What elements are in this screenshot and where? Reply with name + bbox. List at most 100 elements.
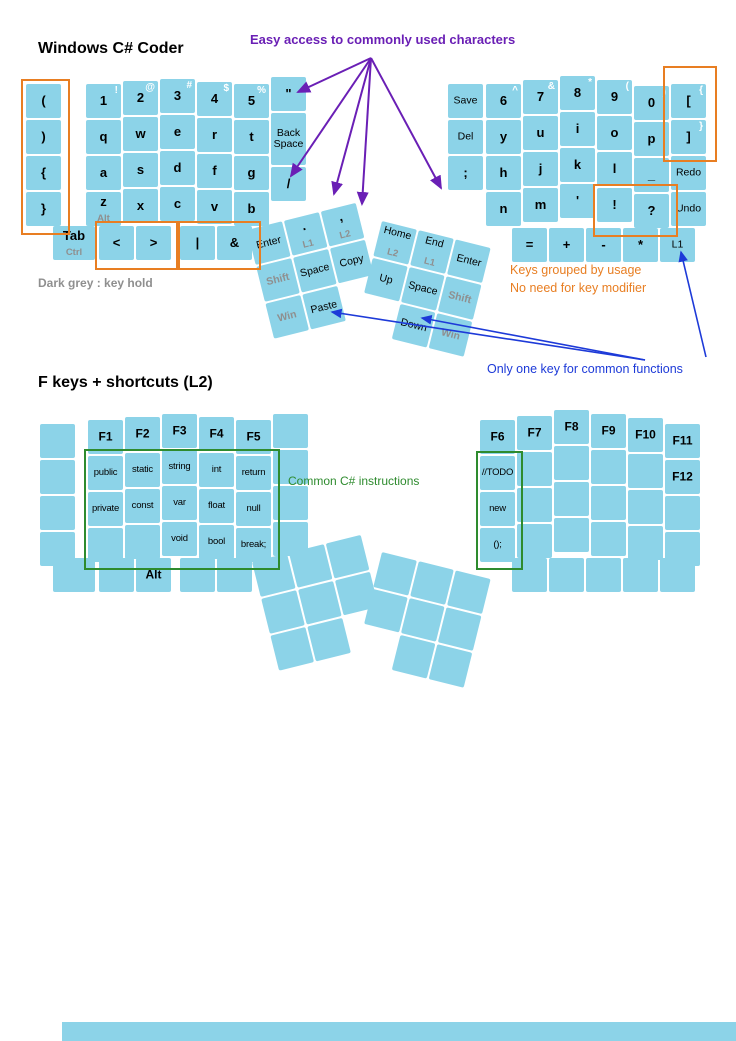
key-blank[interactable] [447, 570, 491, 615]
key-blank[interactable] [549, 558, 584, 592]
key-a[interactable]: a [86, 156, 121, 190]
key-blank[interactable] [628, 454, 663, 488]
key-win[interactable]: Win [428, 313, 473, 357]
key-l1[interactable]: L1 [660, 228, 695, 262]
key-blank[interactable] [623, 558, 658, 592]
key-j[interactable]: j [523, 152, 558, 186]
key-u[interactable]: u [523, 116, 558, 150]
key-blank[interactable] [373, 552, 417, 596]
key-2[interactable]: 2@ [123, 81, 158, 115]
key-f[interactable]: f [197, 154, 232, 188]
key-blank[interactable] [628, 490, 663, 524]
key-alt[interactable]: Alt [136, 558, 171, 592]
key-up[interactable]: Up [364, 257, 408, 302]
key-blank[interactable] [400, 598, 445, 642]
key-blank[interactable] [517, 452, 552, 486]
key-close-brace[interactable]: } [26, 192, 61, 226]
key-shift[interactable]: Shift [437, 276, 482, 320]
key-8[interactable]: 8* [560, 76, 595, 110]
key-t[interactable]: t [234, 120, 269, 154]
key-back-space[interactable]: Back Space [271, 113, 306, 165]
key-blank[interactable] [261, 590, 305, 634]
key-open-paren[interactable]: ( [26, 84, 61, 118]
key-e[interactable]: e [160, 115, 195, 149]
key-win[interactable]: Win [265, 295, 310, 339]
key-9[interactable]: 9( [597, 80, 632, 114]
key-b[interactable]: b [234, 192, 269, 226]
key-todo[interactable]: //TODO [480, 456, 515, 490]
key-enter[interactable]: Enter [447, 239, 491, 284]
key-space[interactable]: Space [400, 267, 445, 311]
key-m[interactable]: m [523, 188, 558, 222]
key-save[interactable]: Save [448, 84, 483, 118]
key-underscore[interactable]: _ [634, 158, 669, 192]
key-g[interactable]: g [234, 156, 269, 190]
key-y[interactable]: y [486, 120, 521, 154]
key-close-paren[interactable]: ) [26, 120, 61, 154]
key-blank[interactable] [307, 617, 351, 662]
key-q[interactable]: q [86, 120, 121, 154]
key-blank[interactable] [273, 486, 308, 520]
key-redo[interactable]: Redo [671, 156, 706, 190]
key-enter[interactable]: Enter [247, 221, 291, 265]
key-blank[interactable] [180, 558, 215, 592]
key-6[interactable]: 6^ [486, 84, 521, 118]
key-null[interactable]: null [236, 492, 271, 526]
key-k[interactable]: k [560, 148, 595, 182]
key-down[interactable]: Down [391, 303, 436, 348]
key-int[interactable]: int [199, 453, 234, 487]
key-blank[interactable] [517, 524, 552, 558]
key-pipe[interactable]: | [180, 226, 215, 260]
key-blank[interactable] [410, 561, 454, 605]
key-less-than[interactable]: < [99, 226, 134, 260]
key-blank[interactable] [554, 446, 589, 480]
key-equals[interactable]: = [512, 228, 547, 262]
key-space[interactable]: Space [293, 248, 337, 293]
key-blank[interactable] [591, 450, 626, 484]
key-private[interactable]: private [88, 492, 123, 526]
key-blank[interactable] [40, 424, 75, 458]
key-new[interactable]: new [480, 492, 515, 526]
key-bool[interactable]: bool [199, 525, 234, 559]
key-exclamation[interactable]: ! [597, 188, 632, 222]
key-asterisk[interactable]: * [623, 228, 658, 262]
key-d[interactable]: d [160, 151, 195, 185]
key-f11[interactable]: F11 [665, 424, 700, 458]
key-1[interactable]: 1! [86, 84, 121, 118]
key-blank[interactable] [437, 607, 482, 651]
key-const[interactable]: const [125, 489, 160, 523]
key-i[interactable]: i [560, 112, 595, 146]
key-f1[interactable]: F1 [88, 420, 123, 454]
key-f6[interactable]: F6 [480, 420, 515, 454]
key-blank[interactable] [270, 627, 315, 671]
key-f8[interactable]: F8 [554, 410, 589, 444]
key-blank[interactable] [428, 644, 473, 688]
key-5[interactable]: 5% [234, 84, 269, 118]
key-blank[interactable] [325, 534, 370, 579]
key-p[interactable]: p [634, 122, 669, 156]
key-blank[interactable] [512, 558, 547, 592]
key-double-quote[interactable]: " [271, 77, 306, 111]
key-blank[interactable] [273, 414, 308, 448]
key-x[interactable]: x [123, 189, 158, 223]
key-blank[interactable] [554, 518, 589, 552]
key-4[interactable]: 4$ [197, 82, 232, 116]
key-close-bracket[interactable]: ]} [671, 120, 706, 154]
key-blank[interactable] [53, 558, 95, 592]
key-blank[interactable] [628, 526, 663, 560]
key-minus[interactable]: - [586, 228, 621, 262]
key-0[interactable]: 0) [634, 86, 669, 120]
key-blank[interactable] [591, 522, 626, 556]
key-public[interactable]: public [88, 456, 123, 490]
key-f12[interactable]: F12 [665, 460, 700, 494]
key-return[interactable]: return [236, 456, 271, 490]
key-shift[interactable]: Shift [256, 258, 300, 302]
key-l[interactable]: l [597, 152, 632, 186]
key-var[interactable]: var [162, 486, 197, 520]
key-blank[interactable] [391, 634, 436, 679]
key-comma[interactable]: ,L2 [320, 202, 365, 247]
